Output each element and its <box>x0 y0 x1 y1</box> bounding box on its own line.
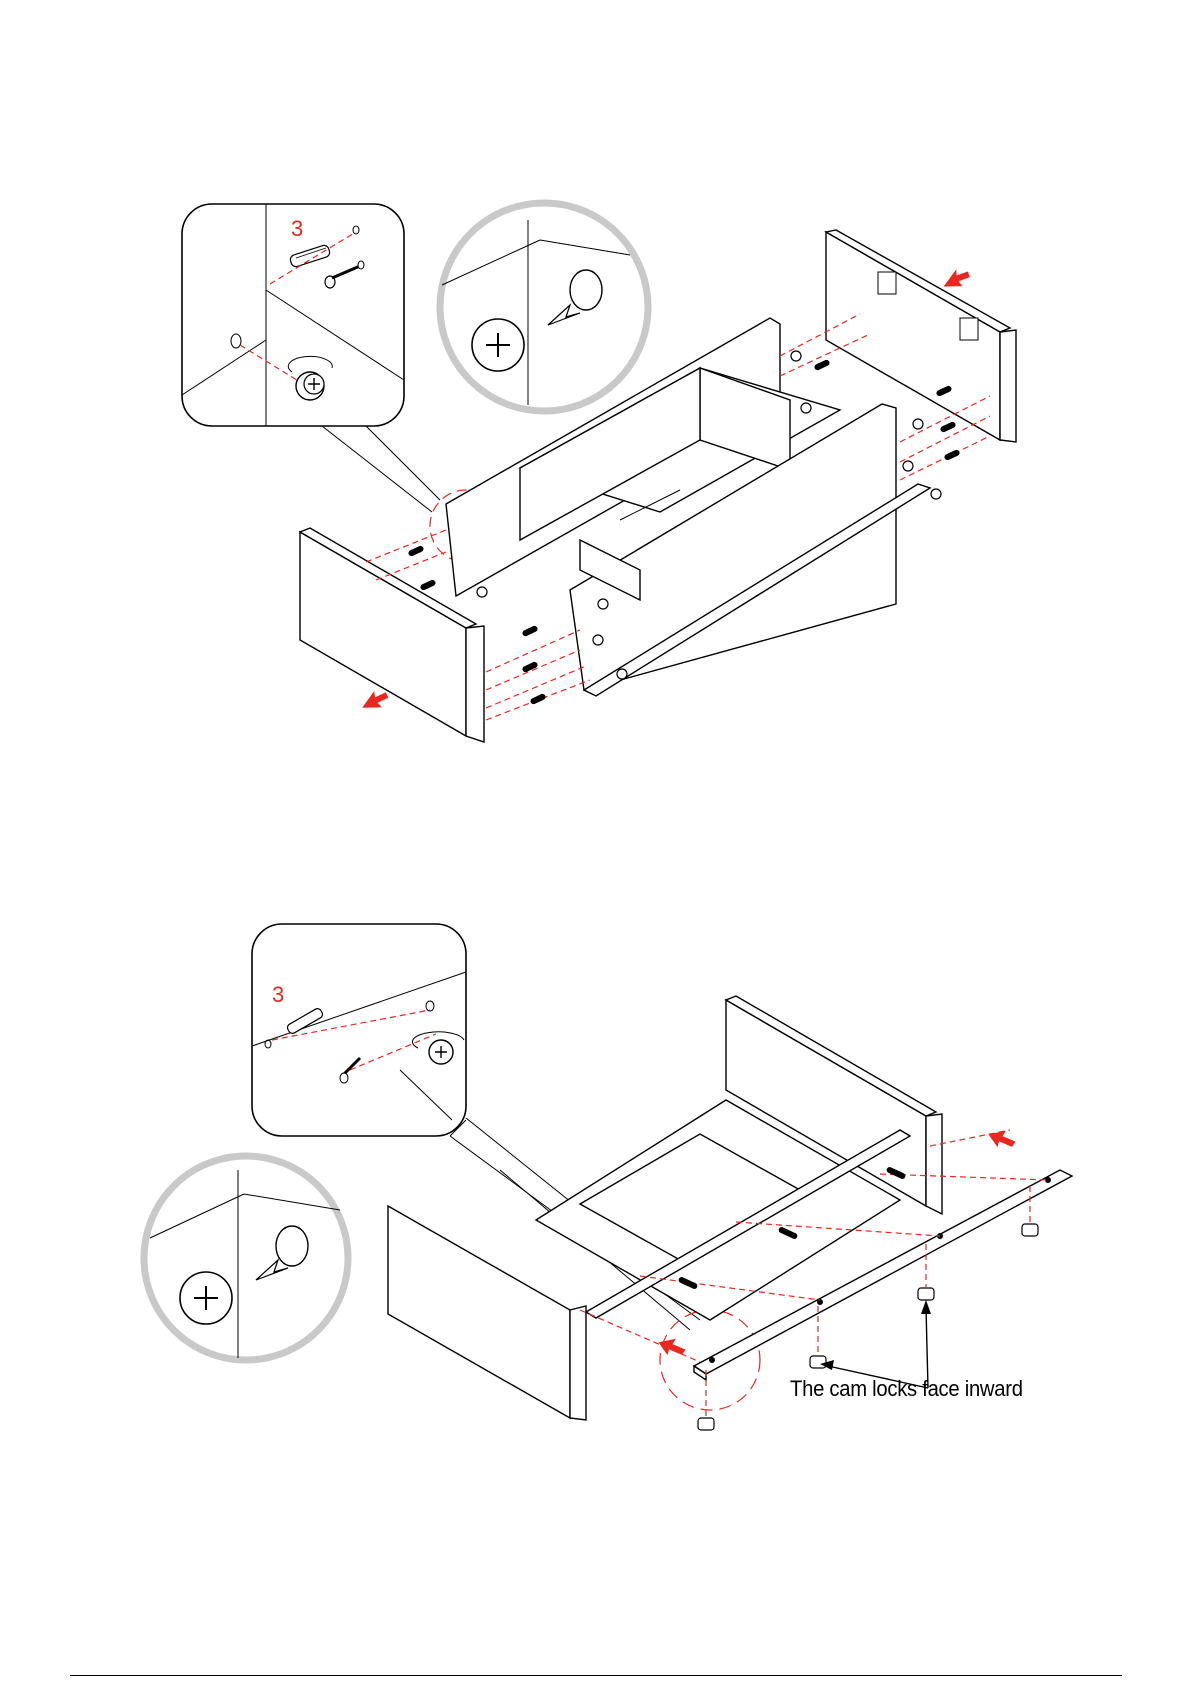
cam-lock-icon <box>180 1272 232 1324</box>
cam-lock-icon <box>472 319 524 371</box>
detail-box-step-2: 3 <box>252 924 466 1136</box>
cam-lock-icon <box>429 1040 453 1064</box>
red-arrow-icon <box>939 266 971 292</box>
part-number-label: 3 <box>291 216 303 241</box>
step-1-diagram: 3 <box>0 0 1192 800</box>
callout-circle-step-1 <box>440 203 648 411</box>
back-panel <box>826 230 1016 442</box>
part-number-label: 3 <box>272 982 284 1007</box>
red-arrow-icon <box>358 687 391 715</box>
step-2-diagram: 3 <box>0 880 1192 1440</box>
page-footer-rule <box>70 1675 1122 1676</box>
detail-box-step-1: 3 <box>182 204 404 426</box>
cabinet-carcass-inverted <box>388 996 942 1420</box>
callout-circle-step-2 <box>144 1156 348 1360</box>
cam-lock-icon <box>296 372 324 400</box>
red-arrow-icon <box>986 1127 1018 1152</box>
cam-lock-orientation-note: The cam locks face inward <box>790 1376 1023 1402</box>
